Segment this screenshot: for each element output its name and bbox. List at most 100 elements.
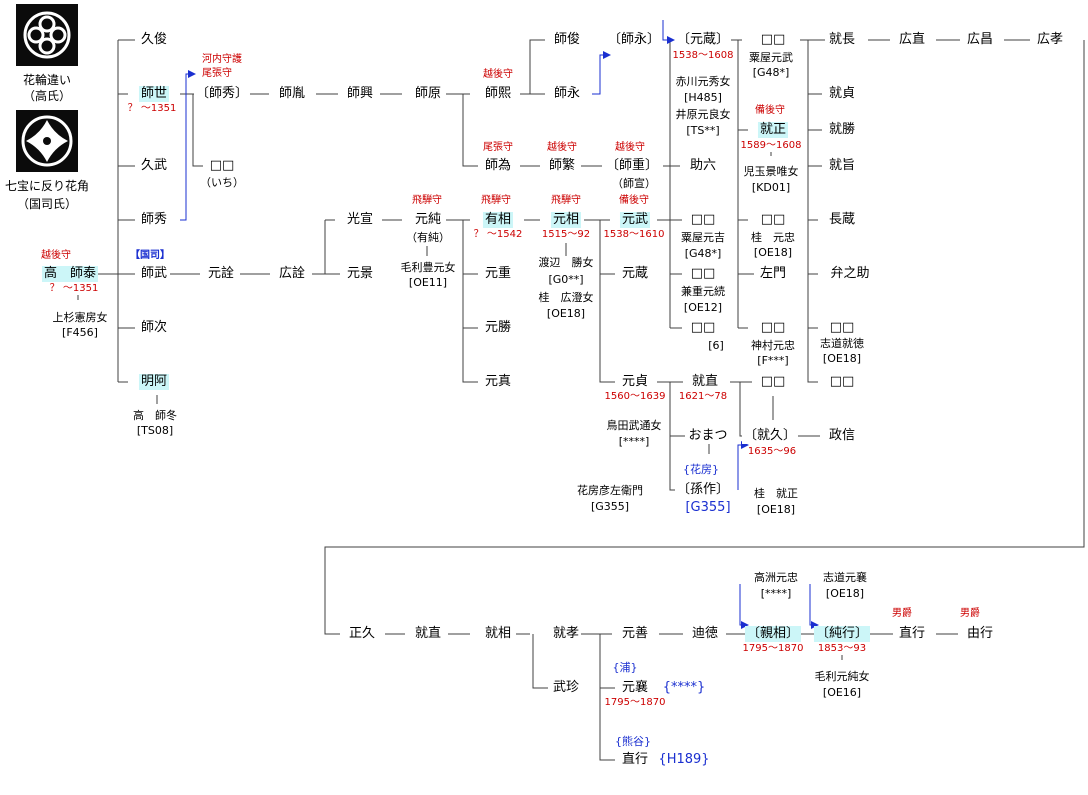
person-hiromasa: 広昌 [964, 32, 996, 48]
person-naritaka: 就孝 [550, 626, 582, 642]
naritada-spouse-code: [OE18] [756, 503, 796, 516]
person-ichi: □□ [207, 158, 237, 174]
person-myoa: 明阿 [138, 374, 170, 390]
naoyuki2-branch: {熊谷} [615, 735, 651, 748]
motosuke-title: 飛騨守 [551, 195, 581, 207]
naritada-dates: 1621～78 [678, 391, 728, 403]
crest1-caption: 花輪違い [22, 73, 72, 87]
person-narimasa: 就正 [757, 122, 789, 138]
moroshige2-title: 越後守 [615, 142, 645, 154]
moroyasu-dates: ？ ～1351 [49, 283, 99, 295]
yoshiyuki-title: 男爵 [960, 608, 980, 620]
person-moroaki: 師胤 [276, 86, 308, 102]
chikasuke-dates: 1795～1870 [742, 643, 804, 655]
motosuke-wife1-code: [G0**] [548, 273, 584, 286]
person-sq-top: □□ [758, 32, 788, 48]
motojo-code: {****} [660, 680, 708, 696]
person-hironao: 広直 [896, 32, 928, 48]
crest2-clan: （国司氏） [16, 197, 78, 211]
motozumi-title: 飛騨守 [412, 195, 442, 207]
hanabusa-code: [G355] [590, 500, 630, 513]
person-motokura2: 〔元蔵〕 [674, 32, 732, 48]
person-magosaku: 〔孫作〕 [674, 482, 732, 498]
sq-bot-code: [F***] [757, 354, 789, 367]
person-moroki: 師興 [344, 86, 376, 102]
person-motoyoshi: 元善 [619, 626, 651, 642]
crest2-caption: 七宝に反り花角 [4, 179, 90, 193]
person-narisuke: 就相 [482, 626, 514, 642]
daughter-sq1-code: [G48*] [684, 247, 722, 260]
person-yoshiyuki: 由行 [964, 626, 996, 642]
moroyasu-wife-code: [F456] [62, 326, 98, 339]
myoa-spouse: 高 師冬 [133, 409, 177, 422]
motokura2-wife1-code: [H485] [684, 91, 722, 104]
motozumi-wife: 毛利豊元女 [400, 261, 456, 274]
moroyo-dates: ？ ～1351 [127, 103, 177, 115]
person-arisuke: 有相 [482, 212, 514, 228]
person-motozumi: 元純 [412, 212, 444, 228]
person-narimune: 就旨 [826, 158, 858, 174]
motojo-branch: {浦} [612, 661, 638, 674]
person-motoaki: 元詮 [205, 266, 237, 282]
mototake-title: 備後守 [619, 195, 649, 207]
person-nagakura: 長蔵 [826, 212, 858, 228]
person-morotoshi2: 師俊 [551, 32, 583, 48]
person-masahisa: 正久 [346, 626, 378, 642]
sumiyuki-wife-code: [OE16] [822, 686, 862, 699]
myoa-spouse-code: [TS08] [136, 424, 174, 437]
sq-top-husband: 粟屋元武 [749, 51, 793, 64]
narimasa-dates: 1589～1608 [740, 140, 802, 152]
narimasa-wife: 児玉景唯女 [743, 165, 799, 178]
moroyasu-title: 越後守 [41, 250, 71, 262]
motosuke-wife2-code: [OE18] [546, 307, 586, 320]
person-sukeroku: 助六 [687, 158, 719, 174]
person-morohara: 師原 [412, 86, 444, 102]
motozumi-wife-code: [OE11] [408, 276, 448, 289]
person-moritake: 師武 [138, 266, 170, 282]
naritada-spouse: 桂 就正 [754, 487, 798, 500]
daughter-sq1: □□ [688, 212, 718, 228]
daughter-sq3: □□ [688, 320, 718, 336]
moroyo-title2: 尾張守 [202, 68, 232, 80]
person-motoshige: 元重 [482, 266, 514, 282]
narihisa-dates: 1635～96 [747, 446, 797, 458]
daughter-sq3-code: [6] [708, 339, 724, 352]
daughter-sq2-husband: 兼重元続 [681, 285, 725, 298]
person-hiroaki: 広詮 [276, 266, 308, 282]
person-naoyuki: 直行 [896, 626, 928, 642]
person-morohide1: 師秀 [138, 212, 170, 228]
sq-bot-husband: 神村元忠 [751, 339, 795, 352]
daughter-sq2: □□ [688, 266, 718, 282]
sq-top-code: [G48*] [752, 66, 790, 79]
person-sq-r3: □□ [827, 320, 857, 336]
shippo-sori-hanakaku-crest-icon [16, 110, 78, 172]
magosaku-branch: {花房} [683, 463, 719, 476]
sq-r3-husband: 志道就徳 [820, 337, 864, 350]
sumiyuki-dates: 1853～93 [817, 643, 867, 655]
moritake-title: 【国司】 [130, 250, 170, 262]
motosada-wife: 鳥田武通女 [606, 419, 662, 432]
person-hisatake: 久武 [138, 158, 170, 174]
sumiyuki-father-code: [OE18] [825, 587, 865, 600]
ichi-note: （いち） [200, 176, 244, 189]
sumiyuki-wife: 毛利元純女 [814, 670, 870, 683]
person-moroyasu: 高 師泰 [41, 266, 99, 282]
moroshige2-note: （師宣） [612, 177, 656, 190]
person-sq-r1: □□ [758, 374, 788, 390]
person-motosada: 元貞 [619, 374, 651, 390]
motokura2-wife1: 赤川元秀女 [675, 75, 731, 88]
sq-r3-code: [OE18] [822, 352, 862, 365]
motosuke-wife2: 桂 広澄女 [538, 291, 594, 304]
person-motosuke: 元相 [550, 212, 582, 228]
person-morotame: 師為 [482, 158, 514, 174]
person-moroshige: 師繁 [546, 158, 578, 174]
daughter-sq2-code: [OE12] [683, 301, 723, 314]
person-narihisa: 〔就久〕 [741, 428, 799, 444]
sq-mid-husband: 桂 元忠 [751, 231, 795, 244]
motokura2-wife2-code: [TS**] [686, 124, 720, 137]
person-narisada: 就貞 [826, 86, 858, 102]
person-naritada2: 就直 [412, 626, 444, 642]
arisuke-dates: ？ ～1542 [473, 229, 523, 241]
person-mitsunobu: 光宣 [344, 212, 376, 228]
